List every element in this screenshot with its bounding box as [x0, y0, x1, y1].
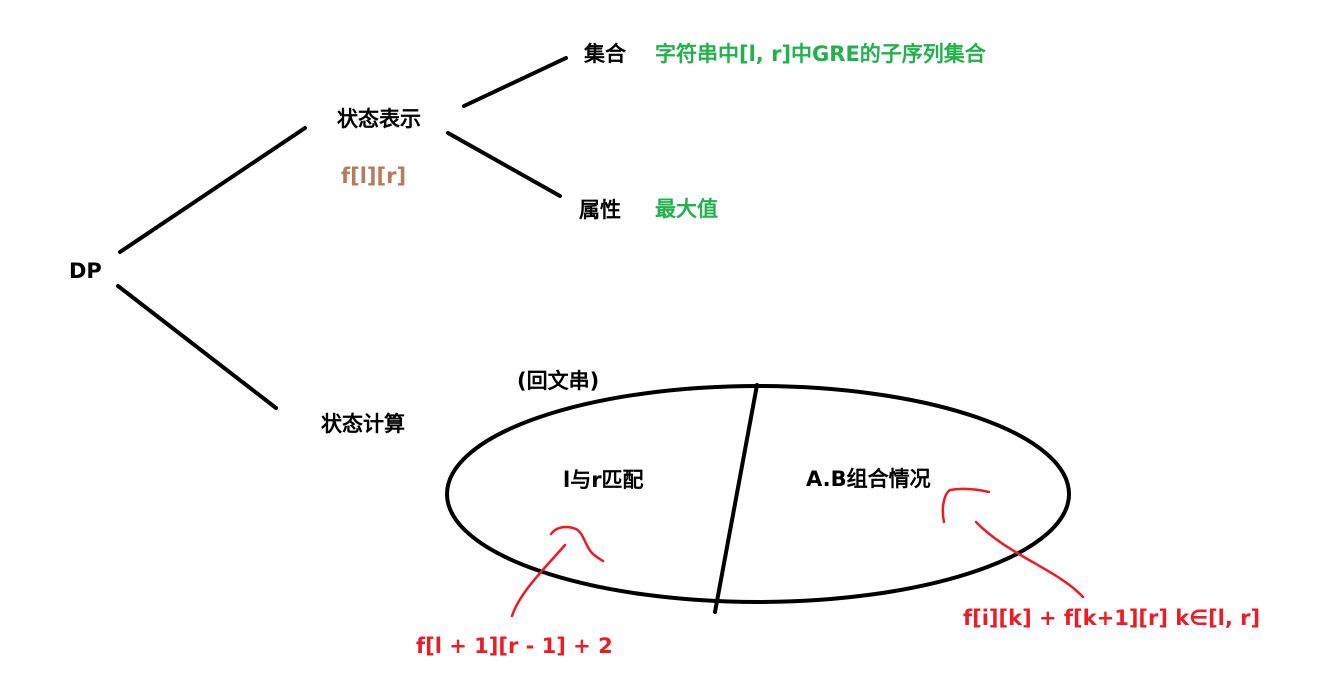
- formula-right: f[i][k] + f[k+1][r] k∈[l, r]: [963, 606, 1261, 630]
- case-right-label: A.B组合情况: [806, 467, 931, 491]
- edge-dp-to-state-computation: [116, 284, 278, 410]
- set-label: 集合: [584, 42, 626, 66]
- attribute-label: 属性: [579, 198, 621, 222]
- edge-representation-to-attribute: [446, 131, 562, 198]
- arrow-right-line: [974, 520, 1085, 599]
- arrow-left-line: [510, 543, 567, 618]
- state-computation-label: 状态计算: [321, 412, 405, 436]
- root-node-dp: DP: [69, 259, 102, 283]
- formula-left: f[l + 1][r - 1] + 2: [416, 634, 613, 658]
- partition-divider: [713, 383, 759, 614]
- edge-dp-to-state-representation: [118, 126, 307, 254]
- state-representation-label: 状态表示: [337, 107, 421, 131]
- set-definition: 字符串中[l, r]中GRE的子序列集合: [655, 42, 986, 66]
- partition-note: (回文串): [517, 369, 600, 393]
- attribute-definition: 最大值: [655, 197, 718, 221]
- arrow-left-head-icon: [549, 525, 605, 563]
- arrow-right-head-icon: [941, 487, 991, 524]
- case-left-label: l与r匹配: [563, 468, 644, 492]
- edge-representation-to-set: [462, 56, 568, 108]
- state-notation: f[l][r]: [341, 164, 407, 188]
- state-partition-ellipse: [445, 384, 1071, 604]
